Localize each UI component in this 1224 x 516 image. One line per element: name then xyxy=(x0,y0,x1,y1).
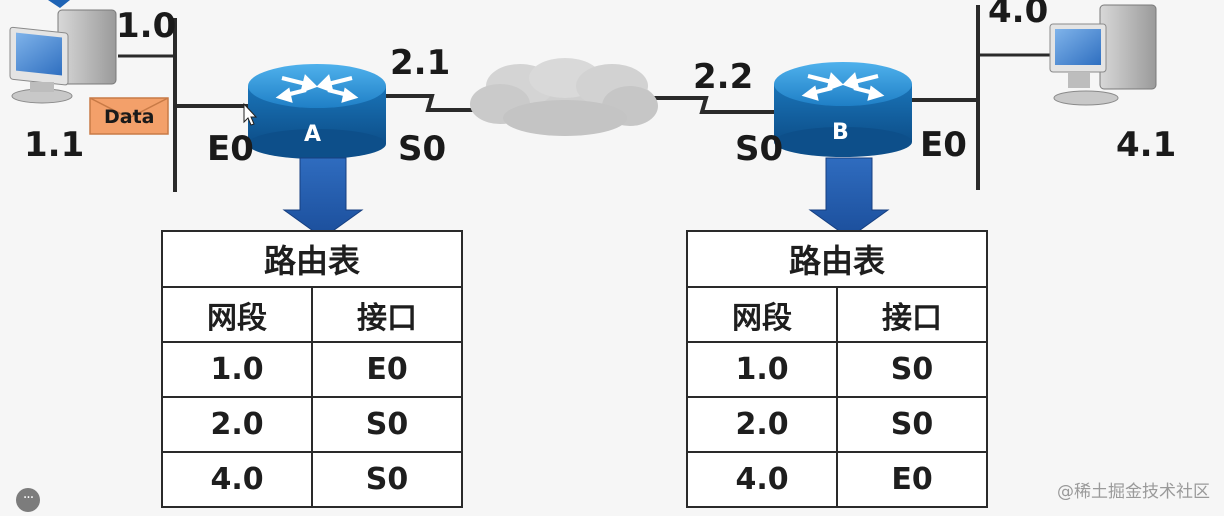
router-a-name: A xyxy=(304,122,322,147)
mouse-cursor-icon xyxy=(243,102,258,126)
col-header-network: 网段 xyxy=(160,286,314,343)
wan-link-left xyxy=(385,94,478,112)
arrow-down-a-icon xyxy=(282,157,364,239)
network-cell: 2.0 xyxy=(685,396,839,453)
routing-table-a: 路由表 网段 接口 1.0 E0 2.0 S0 4.0 S0 xyxy=(160,230,463,508)
more-options-button[interactable]: ··· xyxy=(16,488,40,512)
network-cell: 4.0 xyxy=(685,451,839,508)
routing-table-b-title: 路由表 xyxy=(686,230,988,288)
wan-link-right xyxy=(650,96,776,114)
col-header-interface: 接口 xyxy=(836,286,988,343)
interface-cell: S0 xyxy=(311,451,463,508)
network-cell: 2.0 xyxy=(160,396,314,453)
table-row: 1.0 E0 xyxy=(160,341,463,398)
router-b-icon xyxy=(774,62,912,157)
left-lan-segment xyxy=(118,18,252,192)
router-a-e0-label: E0 xyxy=(207,129,254,169)
left-pc-icon xyxy=(9,0,117,104)
router-a-icon xyxy=(248,64,386,159)
network-cell: 1.0 xyxy=(160,341,314,398)
arrow-down-b-icon xyxy=(808,157,890,239)
right-lan-segment xyxy=(908,5,1050,190)
router-a-serial-address: 2.1 xyxy=(390,43,451,83)
interface-cell: S0 xyxy=(836,396,988,453)
col-header-interface: 接口 xyxy=(311,286,463,343)
router-b-serial-address: 2.2 xyxy=(693,57,754,97)
table-row: 1.0 S0 xyxy=(685,341,988,398)
interface-cell: E0 xyxy=(311,341,463,398)
interface-cell: S0 xyxy=(311,396,463,453)
data-packet-icon xyxy=(89,97,169,135)
right-pc-address: 4.1 xyxy=(1116,125,1177,165)
right-network-label: 4.0 xyxy=(988,0,1049,31)
interface-cell: S0 xyxy=(836,341,988,398)
table-row: 4.0 E0 xyxy=(685,451,988,508)
table-row: 2.0 S0 xyxy=(685,396,988,453)
router-b-e0-label: E0 xyxy=(920,125,967,165)
table-row: 4.0 S0 xyxy=(160,451,463,508)
table-row: 2.0 S0 xyxy=(160,396,463,453)
router-a-s0-label: S0 xyxy=(398,129,447,169)
router-b-s0-label: S0 xyxy=(735,129,784,169)
network-cell: 4.0 xyxy=(160,451,314,508)
routing-table-a-title: 路由表 xyxy=(161,230,463,288)
left-pc-address: 1.1 xyxy=(24,125,85,165)
right-pc-icon xyxy=(1049,4,1157,106)
routing-table-b: 路由表 网段 接口 1.0 S0 2.0 S0 4.0 E0 xyxy=(685,230,988,508)
network-cell: 1.0 xyxy=(685,341,839,398)
interface-cell: E0 xyxy=(836,451,988,508)
left-network-label: 1.0 xyxy=(116,6,177,46)
data-packet-label: Data xyxy=(104,106,155,128)
col-header-network: 网段 xyxy=(685,286,839,343)
router-b-name: B xyxy=(832,120,849,145)
wan-cloud xyxy=(470,58,658,136)
watermark: @稀土掘金技术社区 xyxy=(1057,482,1210,502)
